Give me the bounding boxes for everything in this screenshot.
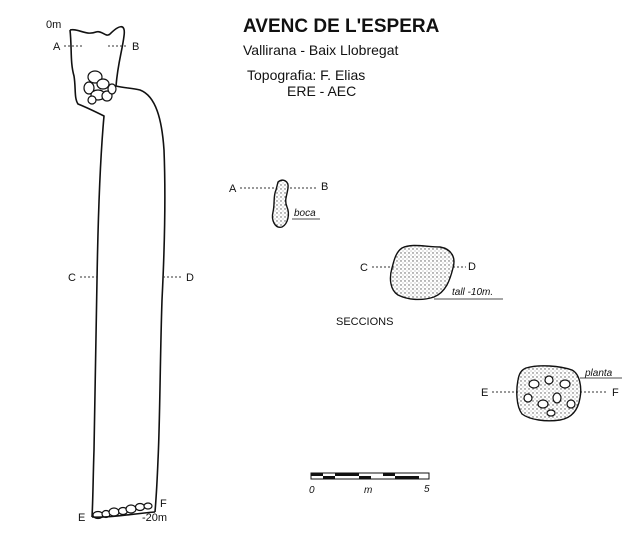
cut-label-b: B [132,41,139,53]
scale-end: 5 [424,484,430,495]
cut-label-a: A [53,41,61,53]
cut-label-e: E [78,512,85,524]
cut-label-c: C [68,272,76,284]
profile-cut-e-f: E F [78,498,167,524]
mid-outline [389,244,455,301]
cut-label-f: F [160,498,167,510]
depth-bottom-label: -20m [142,512,167,524]
surface-edge [69,28,111,36]
neck-boulders [83,70,117,105]
planta-caption: planta [584,368,613,379]
survey-club: ERE - AEC [287,83,356,99]
sections-heading: SECCIONS [336,316,393,328]
mid-label-c: C [360,262,368,274]
section-planta: E F planta [481,365,622,422]
depth-top-label: 0m [46,19,61,31]
planta-label-f: F [612,387,619,399]
boca-caption: boca [294,208,316,219]
survey-location: Vallirana - Baix Llobregat [243,42,398,58]
survey-author: Topografia: F. Elias [247,67,365,83]
boca-label-b: B [321,181,328,193]
scale-start: 0 [309,485,315,496]
profile-cut-c-d: C D [68,272,194,284]
boca-label-a: A [229,183,237,195]
mid-label-d: D [468,261,476,273]
shaft-profile [69,25,166,520]
boca-outline [271,179,290,228]
planta-label-e: E [481,387,488,399]
section-boca: A B boca [229,179,328,228]
section-mid: C D tall -10m. [360,244,503,301]
shaft-floor [91,511,156,518]
shaft-left-wall [69,29,105,518]
profile-cut-a-b: A B [53,41,139,53]
shaft-right-wall [109,25,166,513]
cut-label-d: D [186,272,194,284]
mid-caption: tall -10m. [452,287,493,298]
survey-title: AVENC DE L'ESPERA [243,16,440,37]
scale-unit: m [364,485,372,496]
planta-boulders [523,375,576,417]
scale-bar: 0 m 5 [309,472,430,496]
